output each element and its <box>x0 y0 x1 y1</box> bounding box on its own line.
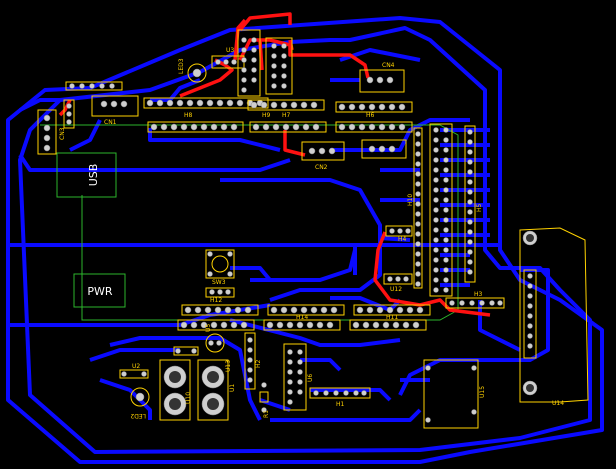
h2-label: H2 <box>255 359 262 368</box>
h1-label: H1 <box>336 401 345 408</box>
labels: USB PWR LED3 U3 CN4 CN1 CN2 CN3 H8 H9 H7… <box>59 47 564 419</box>
cn3-label: CN3 <box>59 127 66 140</box>
sw3-label: SW3 <box>212 279 226 286</box>
h9-label: H9 <box>262 112 271 119</box>
usb-footprint <box>56 152 117 198</box>
r1-label: R1 <box>263 410 270 418</box>
h10-label: H10 <box>407 194 414 206</box>
u1-label: U1 <box>229 384 236 392</box>
led2-label: LED2 <box>130 412 146 419</box>
h3-label: H3 <box>474 291 483 298</box>
cn1-label: CN1 <box>104 119 117 126</box>
u5-label: U5 <box>205 324 212 332</box>
h12-label: H12 <box>210 297 222 304</box>
h11-label: H11 <box>386 314 398 321</box>
pwr-footprint <box>73 273 126 308</box>
led3-label: LED3 <box>178 58 185 74</box>
u2-label: U2 <box>132 363 140 370</box>
h6-label: H6 <box>366 112 375 119</box>
u6-label: U6 <box>307 374 314 382</box>
h4-label: H4 <box>398 236 407 243</box>
cn4-label: CN4 <box>382 62 395 69</box>
u13-label: U13 <box>225 360 232 372</box>
u10-label: U10 <box>185 392 192 404</box>
h14-label: H14 <box>296 314 308 321</box>
h5-label: H5 <box>476 203 483 212</box>
h8-label: H8 <box>184 112 193 119</box>
u14-label: U14 <box>552 400 564 407</box>
silkscreen <box>37 29 589 429</box>
pwr-label: PWR <box>87 285 113 298</box>
u3-label: U3 <box>226 47 234 54</box>
h7-label: H7 <box>282 112 291 119</box>
cn2-label: CN2 <box>315 164 328 171</box>
h10-pads <box>415 127 473 293</box>
u15-label: U15 <box>479 386 486 398</box>
usb-label: USB <box>87 164 100 187</box>
u12-label: U12 <box>390 286 402 293</box>
